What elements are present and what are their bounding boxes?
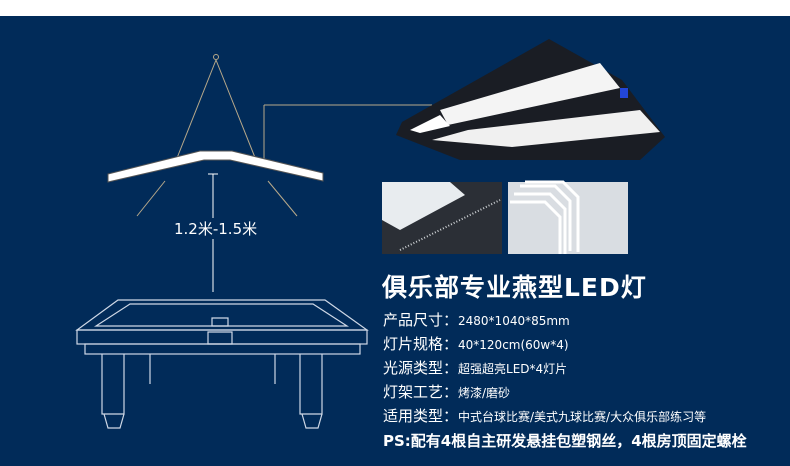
spec-row-usage: 适用类型：中式台球比赛/美式九球比赛/大众俱乐部练习等: [383, 404, 706, 428]
spec-value: 中式台球比赛/美式九球比赛/大众俱乐部练习等: [458, 410, 707, 424]
spec-value: 2480*1040*85mm: [458, 314, 570, 328]
spec-value: 超强超亮LED*4灯片: [458, 362, 568, 376]
spec-row-finish: 灯架工艺：烤漆/磨砂: [383, 380, 706, 404]
spec-label: 灯架工艺：: [383, 383, 459, 401]
pool-table-sketch: [75, 299, 369, 429]
lamp-photo: [396, 39, 665, 160]
product-title: 俱乐部专业燕型LED灯: [382, 273, 647, 302]
spec-label: 光源类型：: [383, 359, 459, 377]
spec-row-panel: 灯片规格：40*120cm(60w*4): [383, 332, 706, 356]
spec-label: 产品尺寸：: [383, 311, 459, 329]
spec-value: 40*120cm(60w*4): [458, 338, 569, 352]
hanging-height-label: 1.2米-1.5米: [172, 218, 260, 239]
note-text: PS:配有4根自主研发悬挂包塑钢丝，4根房顶固定螺栓: [383, 432, 747, 450]
spec-label: 适用类型：: [383, 407, 459, 425]
spec-label: 灯片规格：: [383, 335, 459, 353]
detail-photos: [382, 180, 628, 254]
spec-row-light-source: 光源类型：超强超亮LED*4灯片: [383, 356, 706, 380]
lamp-side-view: [107, 150, 324, 183]
spec-value: 烤漆/磨砂: [458, 386, 511, 400]
spec-list: 产品尺寸：2480*1040*85mm 灯片规格：40*120cm(60w*4)…: [383, 308, 706, 428]
lamp-diagram: [136, 54, 432, 217]
spec-row-size: 产品尺寸：2480*1040*85mm: [383, 308, 706, 332]
